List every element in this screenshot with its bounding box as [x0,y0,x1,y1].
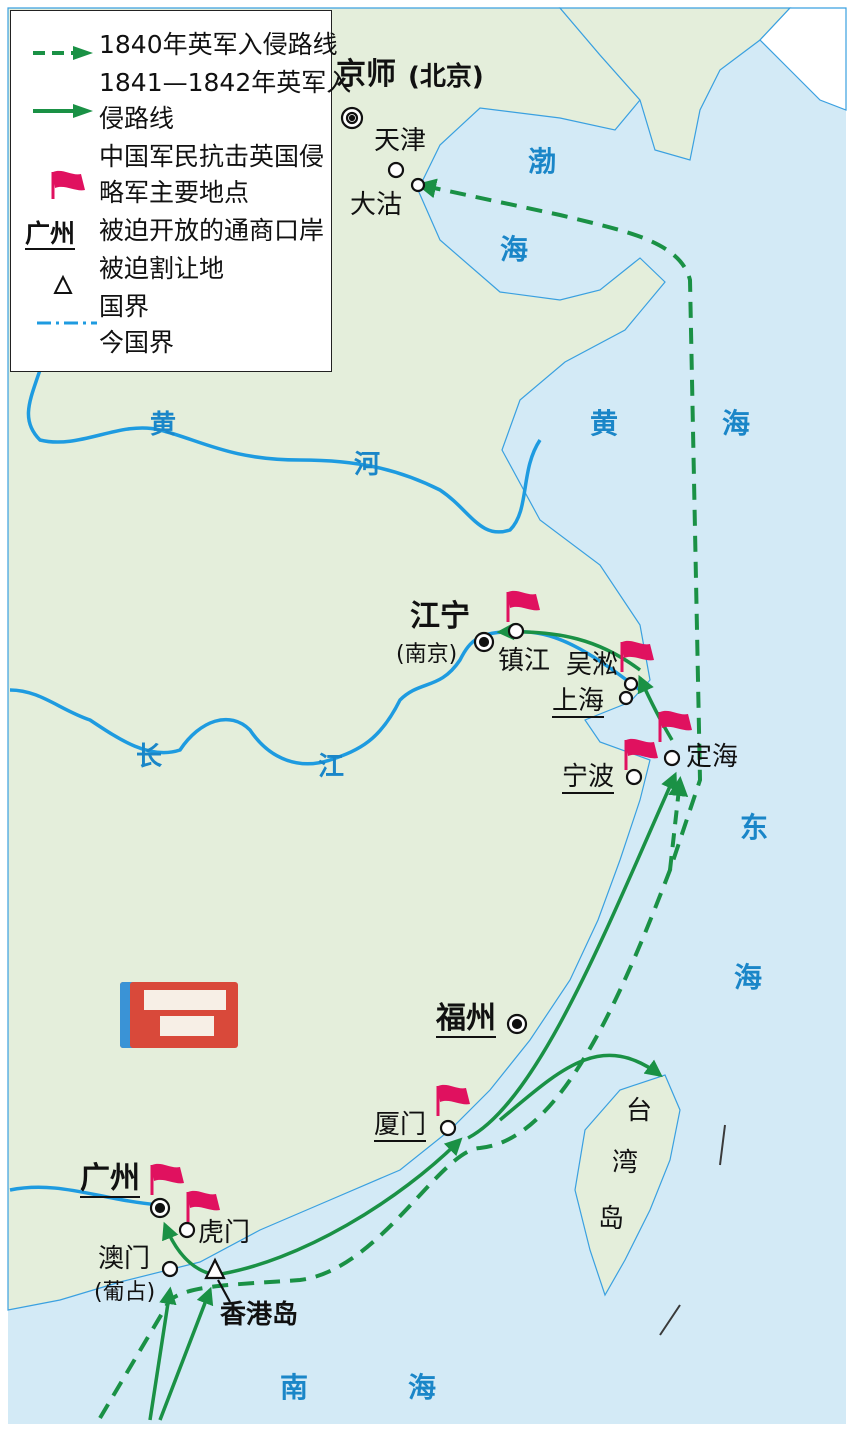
legend-resistance-cont: 略军主要地点 [99,178,250,207]
label-wusong: 吴淞 [566,650,619,680]
label-hongkong: 香港岛 [220,1300,299,1330]
label-yellow-river-2: 河 [354,450,381,480]
label-ningbo: 宁波 [562,762,615,794]
legend-symbols [33,46,97,325]
label-huanghai-2: 海 [722,407,751,440]
label-macau-note: (葡占) [94,1280,156,1305]
label-guangzhou: 广州 [80,1161,140,1198]
legend-modern-border: 今国界 [99,328,175,357]
label-jiangning: 江宁 [410,599,470,634]
label-humen: 虎门 [198,1218,251,1248]
label-yellow-river-1: 黄 [150,410,177,440]
label-donghai-1: 东 [740,811,769,844]
label-taiwan-1: 台 [626,1096,653,1126]
label-dinghai: 定海 [686,742,739,772]
legend-border: 国界 [99,292,150,321]
legend-treaty-port: 被迫开放的通商口岸 [99,216,325,245]
legend-1840-route: 1840年英军入侵路线 [99,30,338,59]
route-1840-dinghai [668,776,689,871]
red-stamp-label [120,982,238,1048]
label-macau: 澳门 [98,1244,151,1274]
route-1840 [98,178,703,1420]
label-xiamen: 厦门 [374,1110,427,1142]
label-donghai-2: 海 [734,961,763,994]
legend: 广州 1840年英军入侵路线 1841—1842年英军入 侵路线 中国军民抗击英… [10,10,351,372]
red-flag-icon [51,170,85,199]
yellow-river [26,369,542,534]
label-huanghai-1: 黄 [590,407,619,440]
label-capital-note: (北京) [408,62,484,92]
label-fuzhou: 福州 [436,1001,496,1038]
label-jiangning-note: (南京) [396,642,458,667]
label-shanghai: 上海 [552,686,605,718]
triangle-icon [53,274,73,294]
label-nanhai-2: 海 [408,1371,437,1404]
legend-1841-route-cont: 侵路线 [99,104,175,133]
legend-resistance: 中国军民抗击英国侵 [99,142,325,171]
label-dagu: 大沽 [350,190,403,220]
legend-1841-route: 1841—1842年英军入 [99,68,352,97]
label-yangtze-1: 长 [136,742,163,772]
label-nanhai-1: 南 [280,1371,309,1404]
place-markers [149,106,681,1303]
label-yangtze-2: 江 [318,752,345,782]
label-bohai-1: 渤 [528,145,557,178]
korea-land [759,7,847,111]
label-bohai-2: 海 [500,233,529,266]
legend-ceded: 被迫割让地 [99,254,225,283]
label-taiwan-3: 岛 [598,1204,625,1234]
label-zhenjiang: 镇江 [498,646,551,676]
pearl-river [9,1185,161,1207]
label-taiwan-2: 湾 [612,1148,639,1178]
label-capital: 京师 [336,57,396,92]
taiwan-island [574,1074,681,1297]
legend-port-sample: 广州 [25,219,76,250]
label-tianjin: 天津 [374,126,427,156]
modern-border-ticks [659,1124,726,1336]
